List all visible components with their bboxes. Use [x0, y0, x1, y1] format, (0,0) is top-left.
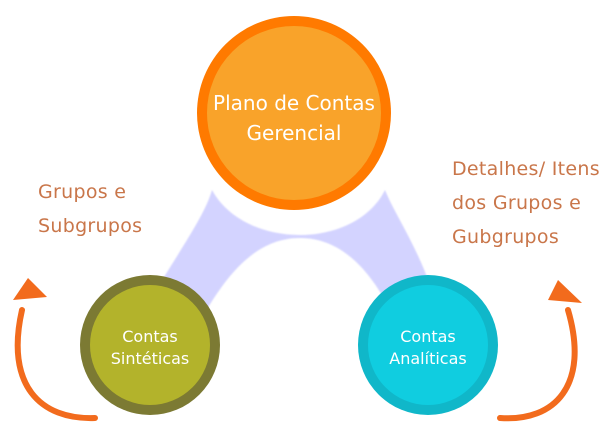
- right-label-line1: Detalhes/ Itens: [452, 158, 600, 180]
- left-curved-arrow: [14, 307, 98, 422]
- right-arrowhead: [548, 280, 582, 303]
- left-label: Grupos e Subgrupos: [38, 175, 142, 243]
- left-label-line1: Grupos e: [38, 181, 127, 203]
- left-arrowhead: [13, 278, 47, 300]
- right-node-line1: Contas: [400, 327, 456, 346]
- right-node-line2: Analíticas: [389, 349, 466, 368]
- connector-band: [150, 190, 435, 330]
- left-node-line2: Sintéticas: [111, 349, 190, 368]
- right-label-line2: dos Grupos e: [452, 192, 582, 214]
- left-label-line2: Subgrupos: [38, 215, 143, 237]
- right-label: Detalhes/ Itens dos Grupos e Gubgrupos: [452, 152, 600, 254]
- top-node-line2: Gerencial: [247, 121, 342, 145]
- right-label-line3: Gubgrupos: [452, 226, 560, 248]
- left-node-line1: Contas: [122, 327, 178, 346]
- top-node: Plano de Contas Gerencial: [197, 16, 391, 210]
- right-node: Contas Analíticas: [358, 275, 498, 415]
- top-node-line1: Plano de Contas: [213, 91, 375, 115]
- right-curved-arrow: [497, 307, 578, 422]
- left-node: Contas Sintéticas: [80, 275, 220, 415]
